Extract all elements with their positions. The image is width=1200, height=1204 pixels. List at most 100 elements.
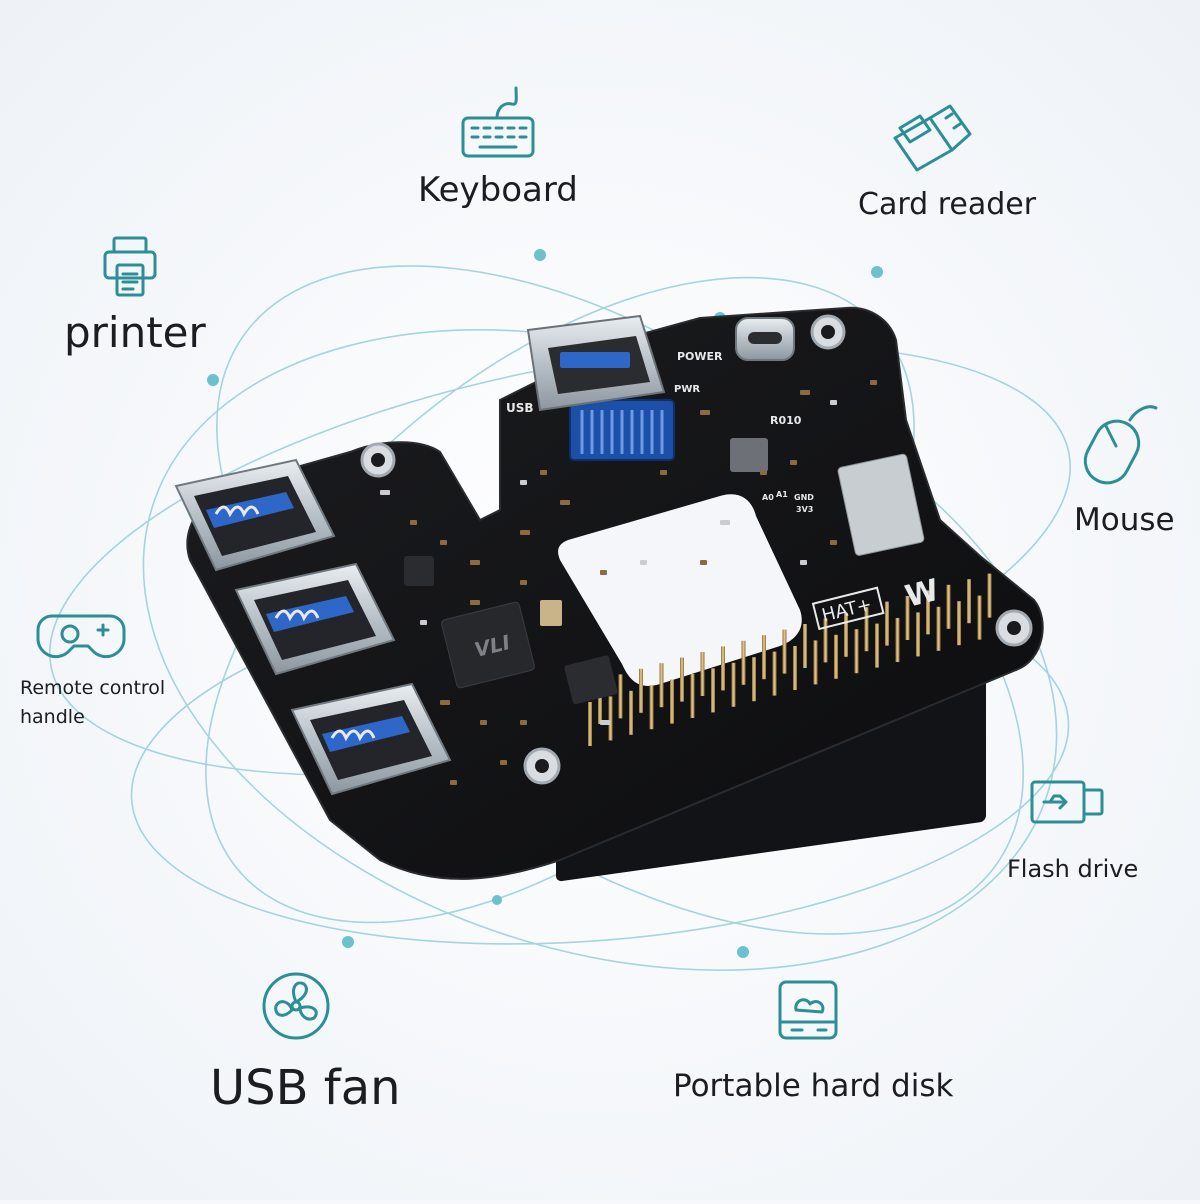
smd-component xyxy=(410,520,417,525)
usb-a-ports xyxy=(174,458,452,796)
smd-component xyxy=(870,380,877,385)
label-keyboard: Keyboard xyxy=(418,170,578,210)
gpio-pin xyxy=(885,601,889,646)
smd-component xyxy=(520,480,527,485)
usb-a-port xyxy=(290,682,452,796)
fan-icon xyxy=(262,972,330,1040)
gpio-pin xyxy=(741,640,746,685)
silkscreen-gnd: GND xyxy=(794,493,814,502)
smd-component xyxy=(470,600,480,605)
hat-plus-mark: HAT+ xyxy=(811,586,885,631)
silkscreen-usb: USB xyxy=(506,401,534,415)
smd-component xyxy=(700,410,710,415)
gpio-pin xyxy=(823,618,828,663)
gpio-pin xyxy=(772,651,777,696)
smd-component xyxy=(470,560,480,565)
silkscreen-pwr: PWR xyxy=(674,384,700,395)
ic-chip xyxy=(564,655,618,705)
gpio-pin xyxy=(967,579,971,624)
smd-component xyxy=(790,460,797,465)
gpio-pin xyxy=(926,590,930,635)
label-remote-control-handle: Remote control handle xyxy=(20,677,166,728)
gpio-pin xyxy=(618,674,623,719)
board-cutout xyxy=(558,494,802,686)
smd-component xyxy=(560,500,570,505)
gpio-pin xyxy=(895,618,900,662)
gamepad-icon xyxy=(36,614,126,659)
smd-component xyxy=(480,720,487,725)
usb-a-port xyxy=(174,458,336,572)
smd-component xyxy=(700,560,707,565)
gpio-pin xyxy=(721,646,725,691)
gpio-pin xyxy=(762,635,766,680)
printer-icon xyxy=(103,236,157,297)
gpio-pin xyxy=(680,657,684,702)
smd-component xyxy=(640,560,647,565)
gpio-pin xyxy=(957,601,961,646)
smd-component xyxy=(760,470,767,475)
flash-drive-icon xyxy=(1030,780,1104,824)
gpio-pin xyxy=(639,668,643,713)
smd-component xyxy=(440,540,447,545)
smd-component xyxy=(540,470,547,475)
gpio-pin xyxy=(649,685,654,730)
gpio-pin xyxy=(752,657,756,702)
gpio-pin xyxy=(588,702,592,746)
smd-component xyxy=(500,760,507,765)
silkscreen-r010: R010 xyxy=(770,414,802,427)
smd-component xyxy=(830,400,837,405)
gpio-pin xyxy=(864,607,869,652)
smd-component xyxy=(520,530,530,535)
gpio-pin xyxy=(629,690,633,735)
gpio-pin xyxy=(782,629,787,674)
gpio-pin xyxy=(793,646,797,690)
smd-component xyxy=(660,470,667,475)
usb3-input-port xyxy=(526,314,675,461)
smd-component xyxy=(450,780,457,785)
gpio-pin xyxy=(608,696,613,741)
silkscreen-power: POWER xyxy=(677,350,723,363)
gpio-pin xyxy=(916,612,920,657)
gpio-pin xyxy=(670,679,674,724)
smd-component xyxy=(520,580,527,585)
gpio-pin xyxy=(834,634,838,679)
smd-component xyxy=(440,700,450,705)
gpio-pins xyxy=(588,573,992,746)
hub-chip xyxy=(441,601,535,689)
smd-component xyxy=(420,620,427,625)
gpio-pin xyxy=(711,668,715,713)
gpio-pin xyxy=(803,624,807,668)
label-portable-hard-disk: Portable hard disk xyxy=(673,1068,954,1104)
gpio-pin xyxy=(659,663,664,708)
smd-component xyxy=(600,720,610,725)
gpio-pin xyxy=(854,629,859,674)
gpio-pin xyxy=(936,606,941,651)
silkscreen-3v3: 3V3 xyxy=(796,505,813,514)
smd-component xyxy=(520,720,527,725)
ffc-connector xyxy=(837,453,925,556)
gpio-pin xyxy=(690,674,695,718)
gpio-pin xyxy=(946,584,951,629)
smd-component xyxy=(800,390,810,395)
gpio-pin xyxy=(844,612,848,657)
ic-chip-small xyxy=(404,556,434,586)
hard-disk-icon xyxy=(778,980,838,1040)
gpio-pin xyxy=(813,640,818,685)
silkscreen-a0: A0 xyxy=(762,493,774,502)
gpio-pin xyxy=(731,662,736,707)
usb-a-port xyxy=(234,562,396,676)
gpio-pin xyxy=(987,573,992,618)
crystal xyxy=(540,600,562,626)
mouse-icon xyxy=(1083,405,1158,485)
orbit-dots xyxy=(207,249,883,958)
smd-component xyxy=(380,490,390,495)
label-usb-fan: USB fan xyxy=(210,1060,401,1116)
label-printer: printer xyxy=(64,308,206,357)
label-flash-drive: Flash drive xyxy=(1007,855,1139,883)
label-mouse: Mouse xyxy=(1074,502,1175,538)
gpio-pin xyxy=(905,596,910,640)
smd-components xyxy=(380,380,877,785)
silkscreen-a1: A1 xyxy=(776,490,788,499)
